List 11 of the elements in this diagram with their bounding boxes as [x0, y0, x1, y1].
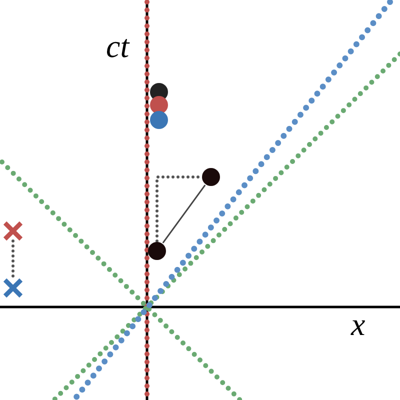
cross-mark — [2, 220, 24, 242]
dotted-line — [156, 176, 202, 242]
dotted-line — [12, 240, 14, 280]
connector-line — [162, 184, 206, 244]
dot — [148, 242, 166, 260]
cross-mark — [2, 278, 24, 298]
axis-label: ct — [106, 30, 130, 62]
axis-label: x — [351, 308, 366, 340]
dot — [150, 96, 168, 114]
dot — [150, 111, 168, 129]
dot — [202, 168, 220, 186]
